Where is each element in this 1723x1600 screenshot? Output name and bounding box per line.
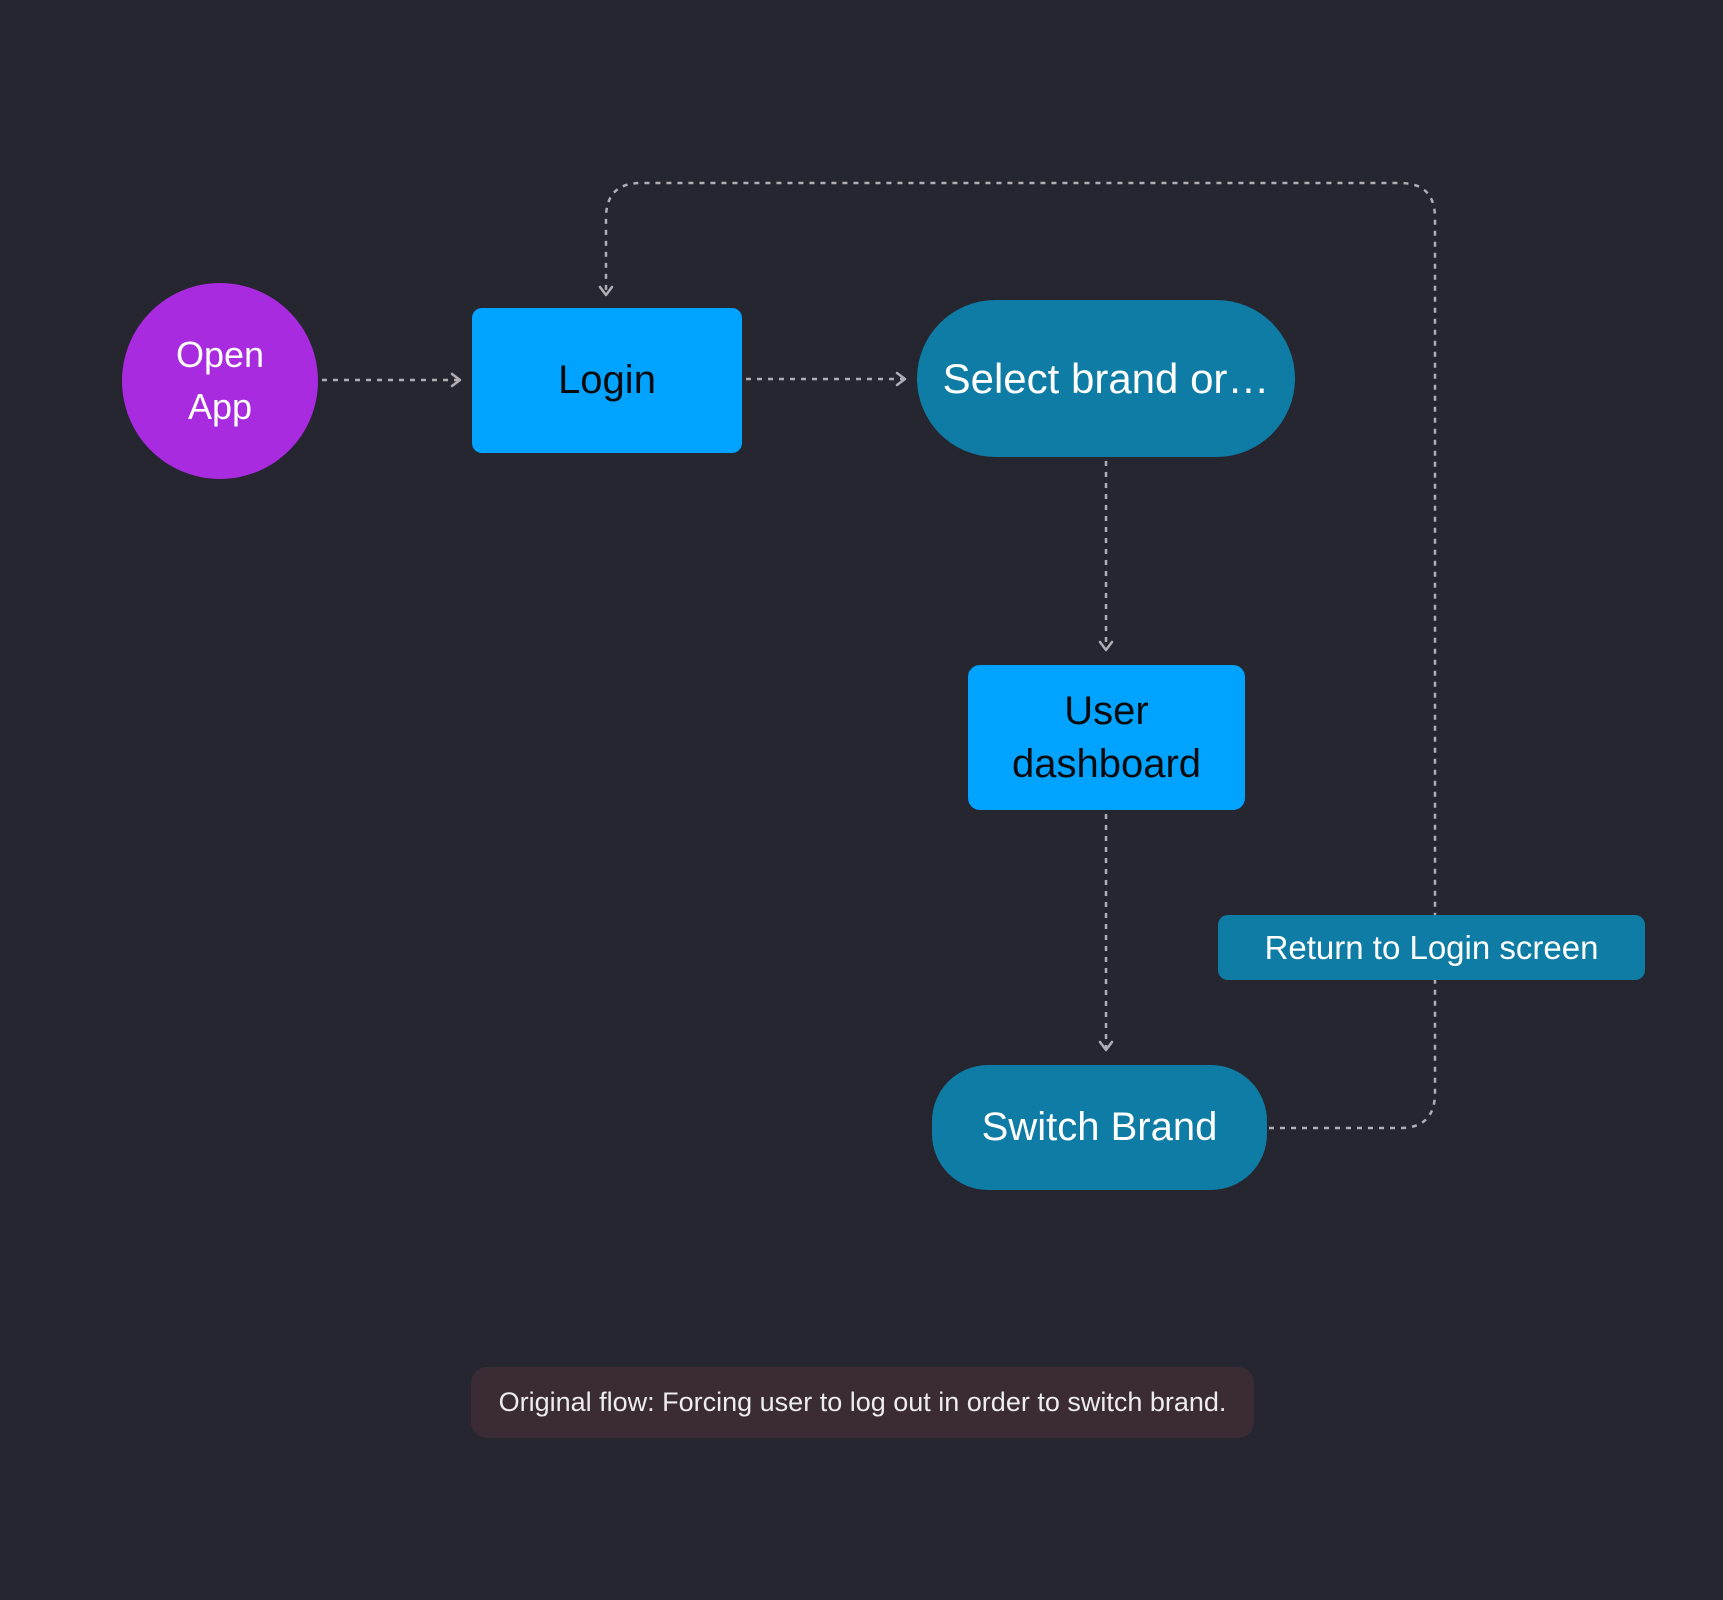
node-select-brand[interactable]: Select brand or…: [917, 300, 1295, 457]
node-login-label: Login: [558, 358, 656, 402]
node-login[interactable]: Login: [472, 308, 742, 453]
node-user-dashboard[interactable]: User dashboard: [968, 665, 1245, 810]
connector-switch-brand-to-login-feedback: [598, 181, 1437, 1130]
node-select-brand-label: Select brand or…: [942, 354, 1270, 402]
annotation-original-flow[interactable]: Original flow: Forcing user to log out i…: [471, 1367, 1254, 1438]
node-open-app-label: Open App: [175, 333, 265, 427]
annotation-original-flow-text: Original flow: Forcing user to log out i…: [498, 1387, 1227, 1417]
node-user-dashboard-label: User dashboard: [1011, 688, 1202, 786]
node-switch-brand[interactable]: Switch Brand: [932, 1065, 1267, 1190]
node-open-app[interactable]: Open App: [122, 283, 318, 479]
label-return-to-login-screen-text: Return to Login screen: [1264, 928, 1599, 966]
node-switch-brand-label: Switch Brand: [981, 1105, 1218, 1149]
label-return-to-login-screen[interactable]: Return to Login screen: [1218, 915, 1645, 980]
